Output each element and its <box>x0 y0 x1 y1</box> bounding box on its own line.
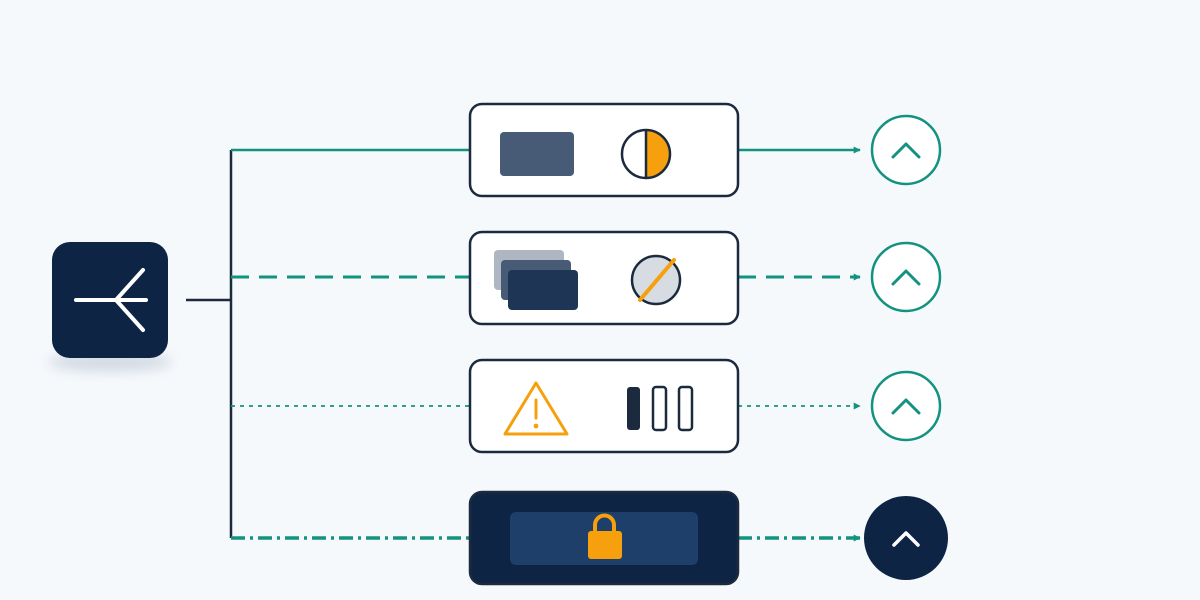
fork-branch-icon <box>74 268 148 332</box>
end-node-4-disc <box>864 496 948 580</box>
state-card-3-frame <box>468 358 740 454</box>
padlock-icon <box>588 513 622 559</box>
branch-lines-out <box>738 146 861 542</box>
state-card-4 <box>468 490 740 586</box>
slashed-circle-icon <box>630 254 682 306</box>
end-node-1 <box>870 114 942 186</box>
state-card-1 <box>468 102 740 198</box>
end-node-2 <box>870 241 942 313</box>
source-node <box>48 242 172 372</box>
end-node-2-ring <box>870 241 942 313</box>
chevron-up-icon <box>892 531 920 547</box>
three-bars-icon <box>627 385 694 432</box>
state-card-2 <box>468 230 740 326</box>
end-node-1-ring <box>870 114 942 186</box>
half-contrast-circle-icon <box>620 128 672 180</box>
chevron-up-icon <box>891 398 921 415</box>
filled-rectangle-icon <box>500 132 574 176</box>
end-node-3-ring <box>870 370 942 442</box>
warning-triangle-icon <box>503 381 569 436</box>
state-card-3 <box>468 358 740 454</box>
chevron-up-icon <box>891 269 921 286</box>
end-node-4 <box>864 496 948 580</box>
trunk-connector <box>186 150 233 538</box>
end-node-3 <box>870 370 942 442</box>
stacked-layers-icon <box>494 250 578 310</box>
chevron-up-icon <box>891 142 921 159</box>
branch-lines-in <box>231 148 470 540</box>
